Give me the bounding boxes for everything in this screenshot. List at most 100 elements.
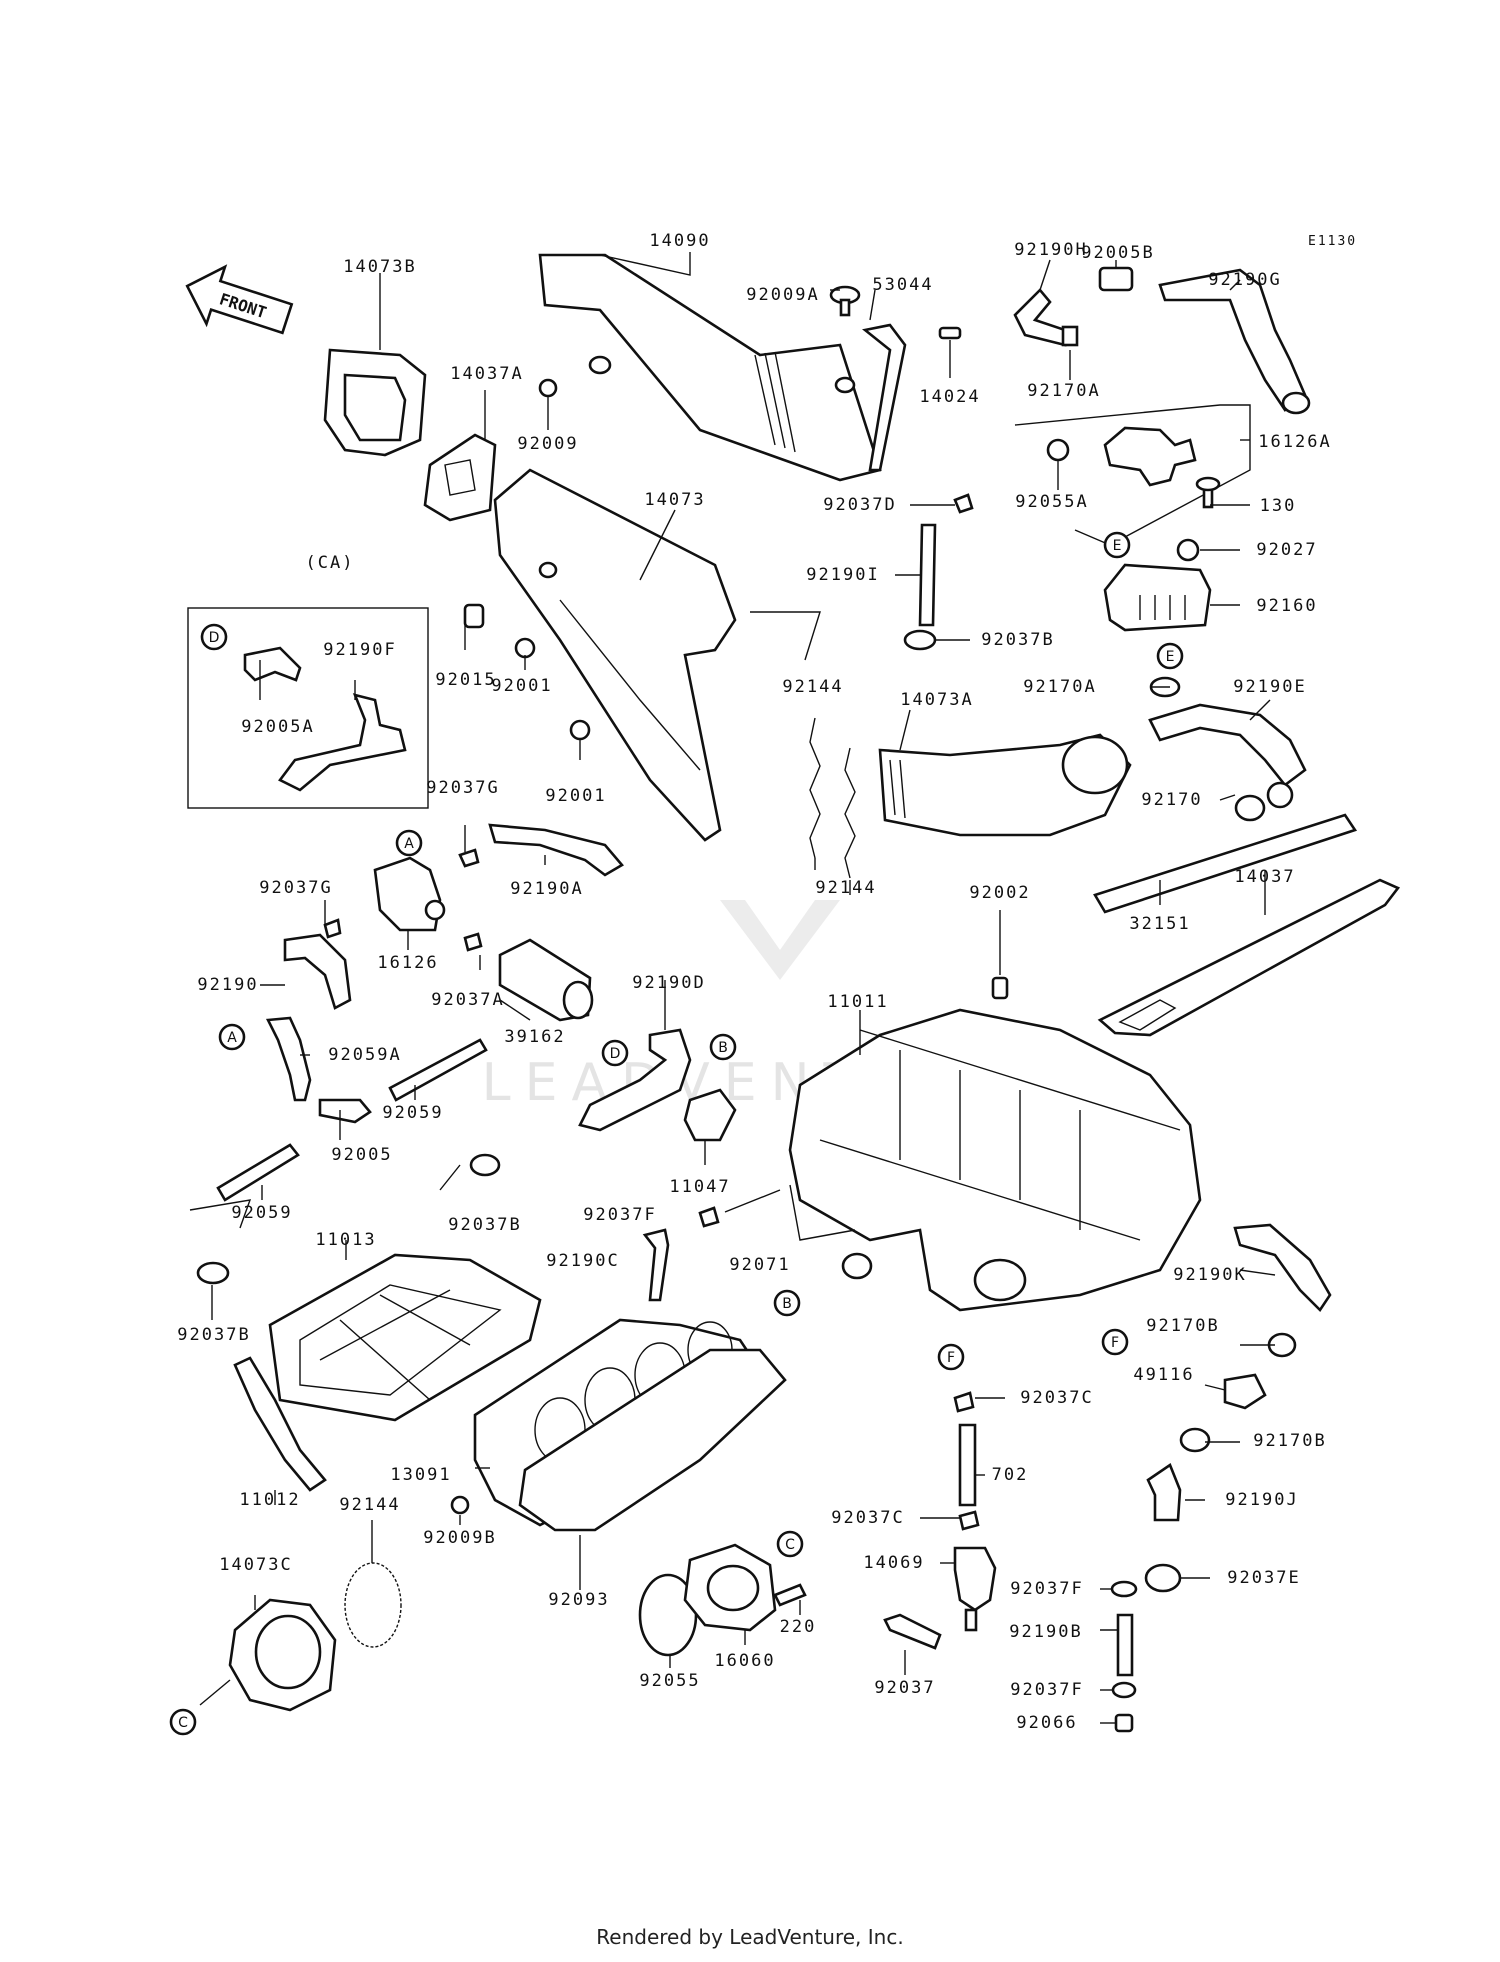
label-92015: 92015 (435, 670, 496, 690)
part-92190G (1158, 268, 1307, 412)
label-92037G-a: 92037G (426, 778, 499, 798)
part-16126A (1046, 426, 1197, 487)
label-92190I: 92190I (806, 565, 879, 585)
part-92190E (1148, 703, 1307, 787)
label-92190A: 92190A (510, 879, 583, 899)
label-92059-a: 92059 (382, 1103, 443, 1123)
part-92144-b (844, 747, 856, 879)
label-92055: 92055 (639, 1671, 700, 1691)
ref-F-1: F (1101, 1328, 1129, 1356)
part-92144-a (809, 717, 821, 859)
part-11047 (683, 1088, 737, 1142)
part-92037C-a (953, 1391, 975, 1413)
part-92190F (278, 693, 407, 792)
part-92190D (578, 1028, 692, 1132)
label-92190J: 92190J (1225, 1490, 1298, 1510)
part-92059A (265, 1016, 312, 1102)
part-92037B-b (469, 1153, 501, 1177)
label-92059A: 92059A (328, 1045, 401, 1065)
part-14090 (538, 253, 882, 482)
part-92144-c (344, 1562, 402, 1648)
part-92170A (1061, 325, 1079, 347)
part-92001-b (569, 719, 591, 741)
part-92071 (841, 1252, 873, 1280)
label-14073C: 14073C (219, 1555, 292, 1575)
part-92037G-b (323, 918, 342, 939)
footer-credit: Rendered by LeadVenture, Inc. (596, 1925, 904, 1949)
part-14073C (228, 1598, 337, 1712)
label-92037C-a: 92037C (1020, 1388, 1093, 1408)
label-92144-b: 92144 (815, 878, 876, 898)
label-92144-a: 92144 (782, 677, 843, 697)
part-labels: 14090 92009A 53044 14073B 14037A 92009 9… (177, 231, 1331, 1733)
label-14073B: 14073B (343, 257, 416, 277)
label-92190D: 92190D (632, 973, 705, 993)
ref-D-1: D (200, 623, 228, 651)
label-92037F-b: 92037F (1010, 1579, 1083, 1599)
label-92009: 92009 (517, 434, 578, 454)
label-702: 702 (992, 1465, 1029, 1485)
part-14073B (323, 348, 427, 457)
ref-E-2: E (1156, 642, 1184, 670)
label-92037G-b: 92037G (259, 878, 332, 898)
part-220 (773, 1583, 807, 1607)
part-16060 (683, 1543, 777, 1632)
part-92009B (450, 1495, 470, 1515)
part-11013 (268, 1253, 542, 1422)
svg-text:C: C (785, 1537, 795, 1553)
label-92190C: 92190C (546, 1251, 619, 1271)
label-92190H: 92190H (1014, 240, 1087, 260)
label-32151: 32151 (1129, 914, 1190, 934)
label-92190: 92190 (197, 975, 258, 995)
part-39162 (498, 938, 594, 1022)
part-14037 (1097, 878, 1401, 1037)
part-92009A (829, 285, 861, 317)
label-49116: 49116 (1133, 1365, 1194, 1385)
label-92005B: 92005B (1081, 243, 1154, 263)
part-92093 (518, 1348, 787, 1532)
label-14073: 14073 (644, 490, 705, 510)
leader-lines (189, 252, 1276, 1724)
svg-text:D: D (209, 630, 220, 646)
label-14037A: 14037A (450, 364, 523, 384)
label-92037A: 92037A (431, 990, 504, 1010)
svg-text:F: F (947, 1350, 955, 1366)
part-92059-a (388, 1038, 488, 1102)
label-92037B-c: 92037B (177, 1325, 250, 1345)
label-92160: 92160 (1256, 596, 1317, 616)
label-92037F-c: 92037F (1010, 1680, 1083, 1700)
label-16126: 16126 (377, 953, 438, 973)
label-92037D: 92037D (823, 495, 896, 515)
ref-E-1: E (1103, 531, 1131, 559)
part-92170B-b (1179, 1427, 1211, 1453)
label-13091: 13091 (390, 1465, 451, 1485)
label-92055A: 92055A (1015, 492, 1088, 512)
part-92037A (463, 932, 483, 952)
part-92160 (1103, 563, 1212, 632)
ref-C-2: C (169, 1708, 197, 1736)
label-92190K: 92190K (1173, 1265, 1246, 1285)
svg-text:A: A (227, 1030, 237, 1046)
label-16126A: 16126A (1258, 432, 1331, 452)
label-92190B: 92190B (1009, 1622, 1082, 1642)
ca-group-box (187, 607, 429, 809)
ref-F-2: F (937, 1343, 965, 1371)
diagram-code: E1130 (1308, 234, 1357, 249)
ref-A-2: A (218, 1023, 246, 1051)
part-92027 (1176, 538, 1200, 562)
ref-markers: D A A D B B E E F F C C (169, 531, 1184, 1736)
part-92001-a (514, 637, 536, 659)
label-92027: 92027 (1256, 540, 1317, 560)
label-14073A: 14073A (900, 690, 973, 710)
part-702 (958, 1423, 977, 1507)
part-92190K (1233, 1223, 1332, 1313)
svg-text:F: F (1111, 1335, 1119, 1351)
ref-A-1: A (395, 829, 423, 857)
svg-text:B: B (782, 1296, 792, 1312)
svg-text:E: E (1166, 649, 1175, 665)
part-92059-b (216, 1143, 300, 1202)
ref-D-2: D (601, 1039, 629, 1067)
label-92059-b: 92059 (231, 1203, 292, 1223)
label-14024: 14024 (919, 387, 980, 407)
